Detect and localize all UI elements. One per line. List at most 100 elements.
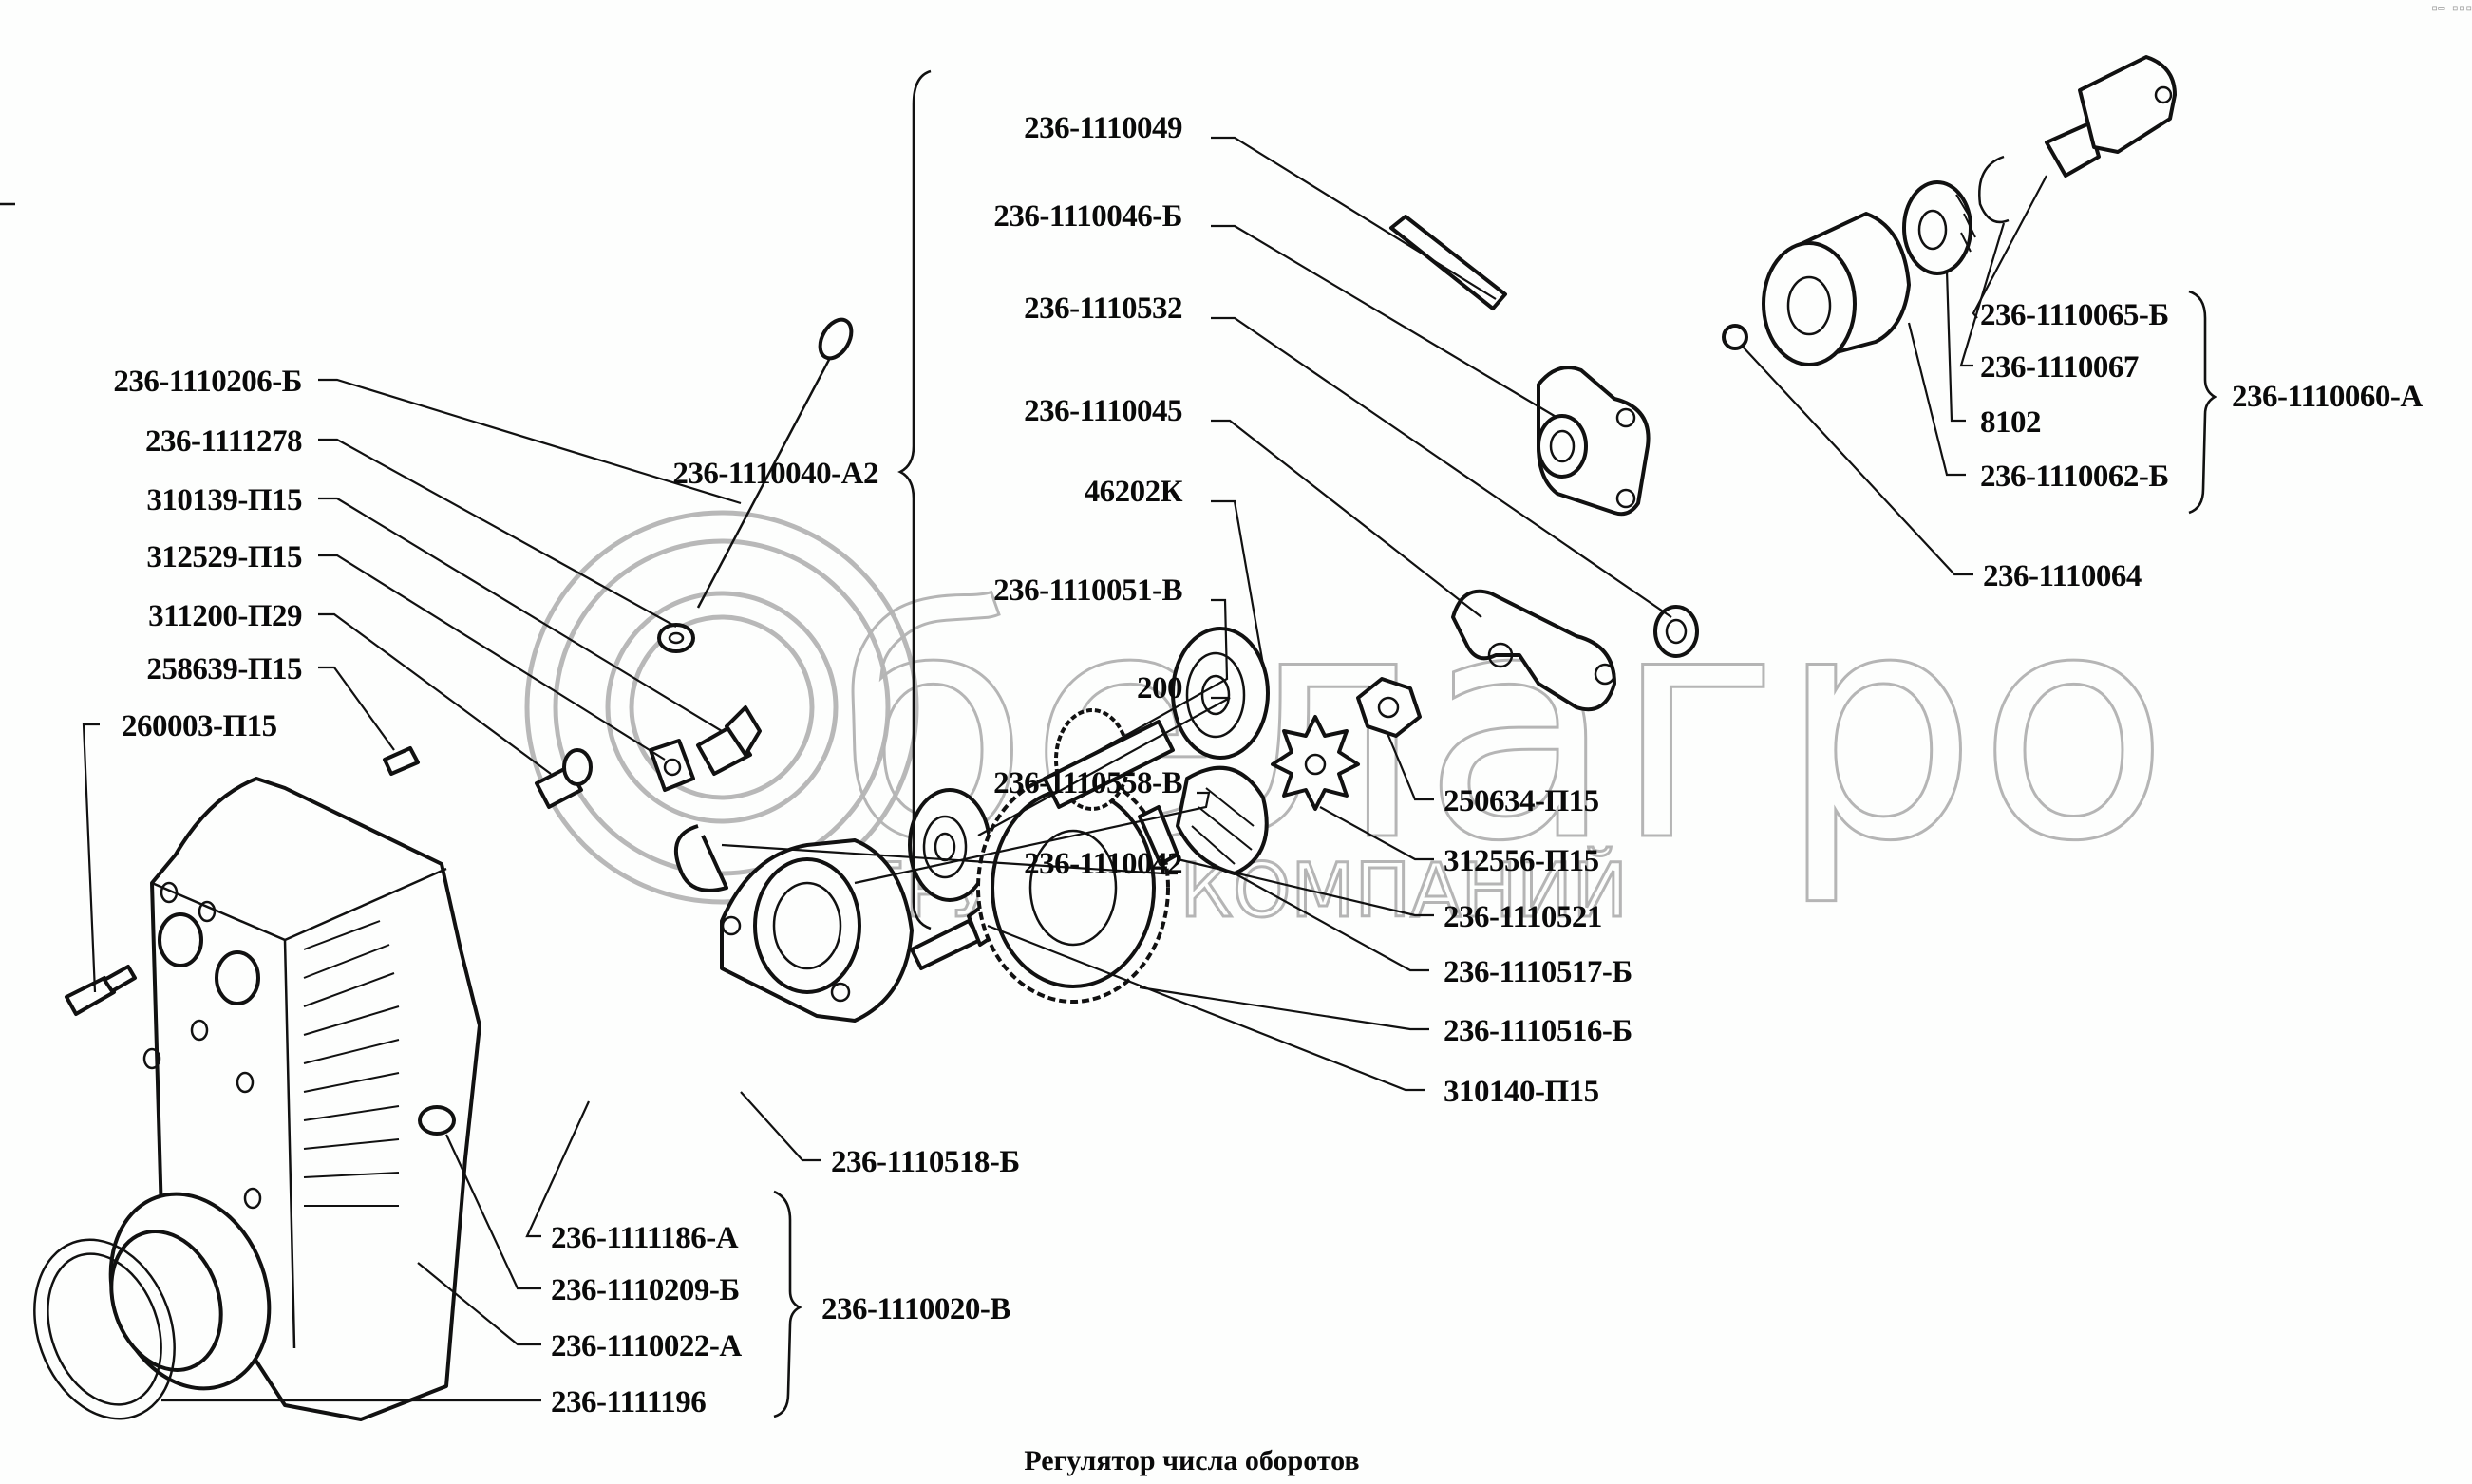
leader-line [525,1100,591,1238]
leader-line [740,1091,821,1162]
part-label: 236-1110209-Б [551,1273,740,1307]
part-label: 236-1110046-Б [993,199,1182,234]
part-label: 236-1110517-Б [1444,955,1632,989]
retaining-ring-236-1110067-icon [1978,155,2010,224]
part-label: 260003-П15 [122,709,277,743]
lever-236-1110532-icon [1451,589,1699,712]
part-label: 250634-П15 [1444,784,1599,818]
group-brackets [773,69,2217,1418]
leader-line [721,843,1178,875]
part-label: 236-1110516-Б [1444,1014,1632,1048]
part-label: 236-1110206-Б [113,365,302,399]
leader-line [987,924,1425,1092]
pin-236-1110521-icon [1138,805,1179,866]
nut-250634-icon [1356,677,1422,738]
part-label: 236-1110065-Б [1980,298,2169,332]
part-label: 258639-П15 [146,652,302,686]
leader-line [1742,346,1973,576]
bracket-236-1110040-A2 [897,69,932,930]
part-label: 312529-П15 [146,540,302,574]
leader-line [1385,730,1434,801]
leader-line [1211,499,1265,666]
leader-line [318,497,723,732]
part-label: 236-1110558-В [993,766,1182,800]
star-washer-312556-icon [1271,715,1360,811]
part-label: 236-1110042 [1024,847,1182,881]
regulator-housing-icon [33,777,481,1421]
part-label: 236-1110521 [1444,900,1602,934]
part-label: 8102 [1980,405,2041,440]
assembly-label: 236-1110020-В [821,1292,1010,1326]
sleeve-236-1110062-icon [1762,212,1911,366]
corner-mark: ▫▭ ▫▫▫ [2431,1,2472,14]
part-label: 236-1110067 [1980,350,2139,385]
assembly-label: 236-1110060-А [2232,380,2423,414]
leader-line [1211,316,1672,618]
bolt-260003-icon [65,965,137,1016]
leader-line [1211,419,1482,618]
part-label: 236-1110045 [1024,394,1182,428]
leader-line [977,696,1231,836]
leader-line [1211,136,1497,300]
bracket-236-1110020-B [773,1190,802,1418]
part-label: 46202К [1085,475,1183,509]
part-number-labels: 236-1110049 236-1110046-Б 236-1110532 236-1… [113,111,2423,1419]
bearing-46202k-icon [1171,627,1270,760]
part-label: 311200-П29 [148,599,302,633]
leader-line [417,1262,541,1346]
part-label: 310140-П15 [1444,1075,1599,1109]
part-label: 236-1110062-Б [1980,460,2169,494]
part-label: 236-1111186-А [551,1221,739,1255]
part-label: 236-1110518-Б [831,1145,1020,1179]
gear-236-1110516-icon [976,772,1170,1004]
bracket-236-1110060-A [2188,290,2217,515]
part-label: 312556-П15 [1444,844,1599,878]
flange-236-1110051-icon [720,838,914,1023]
part-label: 236-1111196 [551,1385,706,1419]
leader-line [1082,598,1229,761]
washer-236-1111278-icon [657,623,695,653]
part-label: 236-1110532 [1024,291,1182,326]
leader-line [1907,322,1966,477]
leader-line [82,723,100,993]
bearing-8102-icon [1902,180,1976,275]
part-label: 236-1111278 [145,424,302,459]
leader-lines [82,136,2047,1402]
pin-236-1110049-icon [1389,215,1507,310]
part-label: 200 [1137,671,1182,705]
leader-line [1945,270,1966,423]
part-label: 236-1110049 [1024,111,1182,145]
leader-line [318,378,742,505]
leader-line [1139,986,1429,1031]
screw-311200-icon [535,748,593,809]
bracket-236-1110046-icon [1537,366,1651,517]
assembly-label: 236-1110040-А2 [672,457,878,491]
weights-236-1110517-icon [1176,765,1269,875]
leader-line [318,438,677,628]
clip-236-1110042-icon [673,824,728,892]
pin-258639-icon [383,746,420,776]
leader-line [854,791,1211,885]
part-label: 236-1110064 [1983,559,2142,593]
leader-line [318,612,552,775]
bolt-310139-icon [696,705,762,776]
leader-line [318,554,666,761]
part-drawings [33,55,2177,1421]
leader-line [1211,224,1558,419]
rod-236-1110206-icon [696,317,854,609]
shaft-236-1110065-icon [2045,55,2177,178]
part-label: 310139-П15 [146,483,302,517]
part-label: 236-1110022-А [551,1329,742,1363]
ball-236-1110064-icon [1722,324,1748,350]
leader-line [1177,857,1434,917]
leader-line [318,666,395,751]
diagram-caption: Регулятор числа оборотов [1024,1445,1359,1476]
leader-line [1234,873,1429,972]
leader-line [1319,806,1434,861]
leader-line [1959,222,2006,367]
part-label: 236-1110051-В [993,573,1182,608]
leader-line [1972,175,2047,319]
tab-washer-312529-icon [649,739,695,792]
leader-line [445,1134,541,1290]
